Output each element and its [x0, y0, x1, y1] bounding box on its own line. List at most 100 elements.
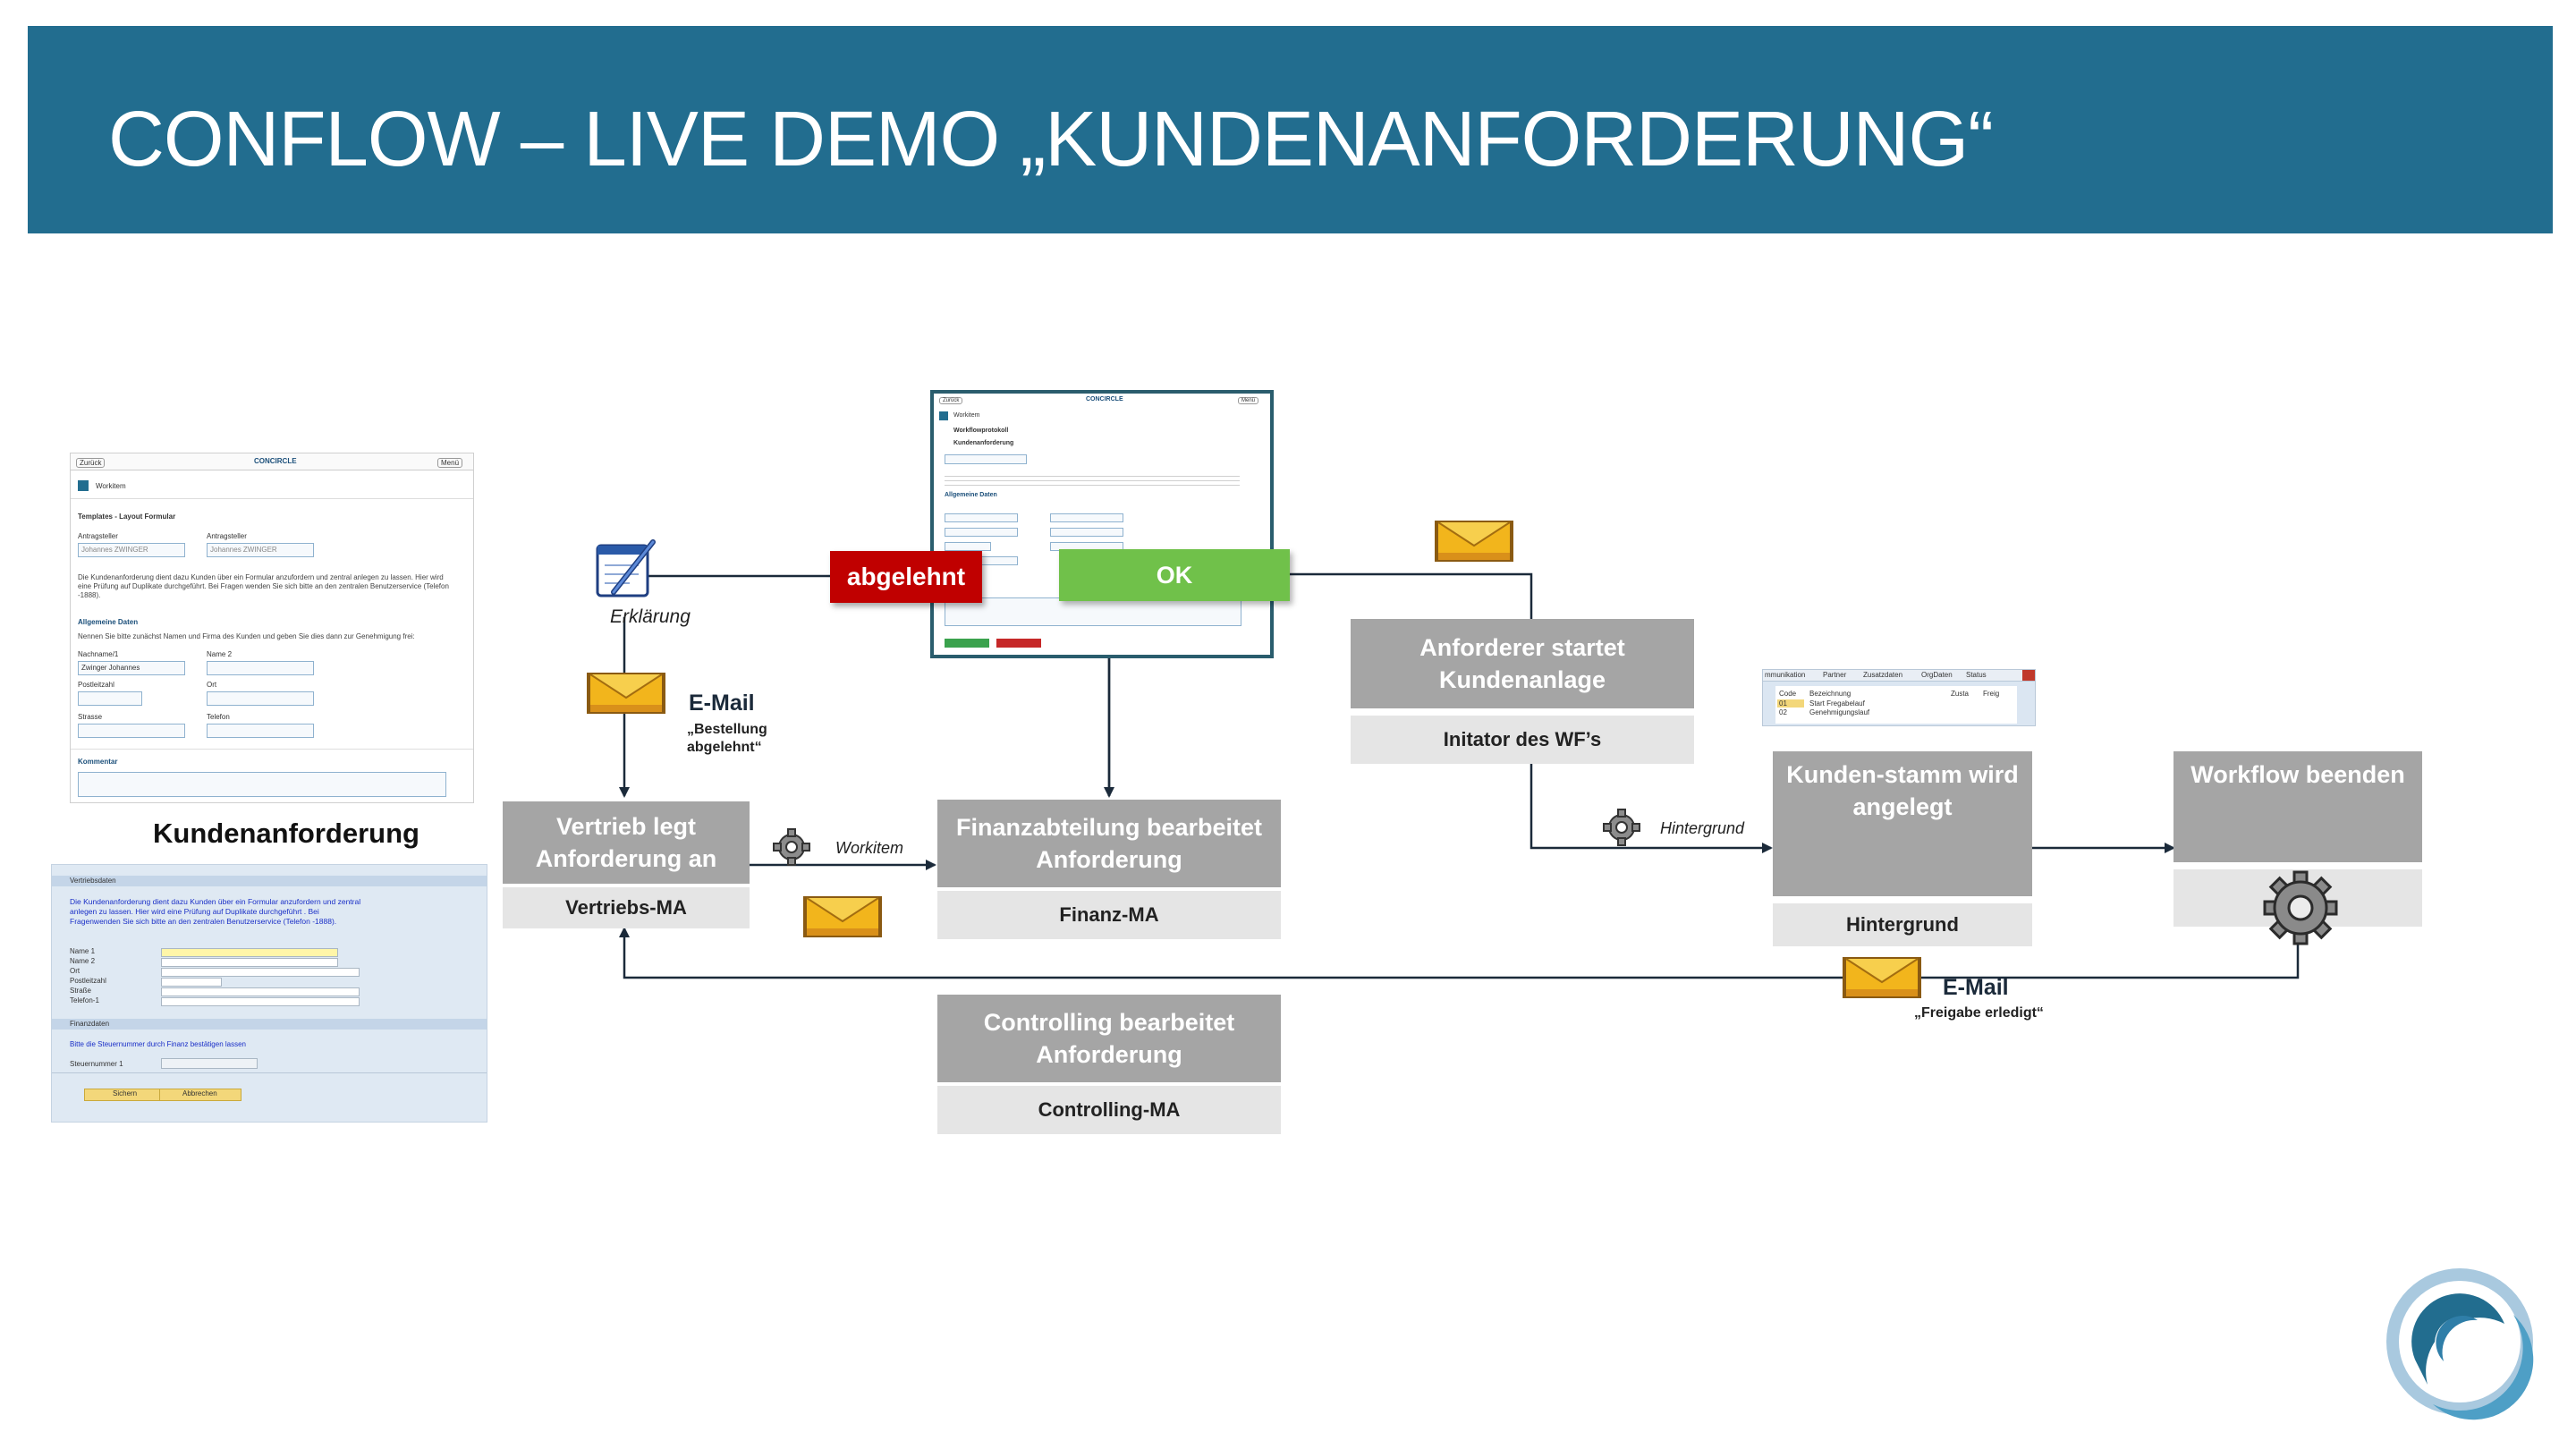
center-text-block: [945, 472, 1240, 487]
form-lastname-label: Nachname/1: [78, 650, 119, 658]
center-brand: CONCIRCLE: [1086, 396, 1123, 402]
table-tab[interactable]: mmunikation: [1765, 671, 1806, 679]
form-comment-field[interactable]: [78, 772, 446, 797]
sap-field-label: Telefon-1: [70, 996, 99, 1004]
sap-field-label: Straße: [70, 987, 92, 995]
sap-field-input[interactable]: [161, 958, 338, 967]
gear-icon-background: [1603, 809, 1640, 846]
sap-field-input[interactable]: [161, 948, 338, 957]
form-brand: CONCIRCLE: [254, 457, 297, 465]
form-applicant2-value: Johannes ZWINGER: [210, 546, 277, 554]
center-field-3[interactable]: [1050, 513, 1123, 522]
email-reject-subtitle: „Bestellung abgelehnt“: [687, 722, 767, 755]
table-header-cell: Freig: [1983, 690, 2000, 698]
sap-section-title: Vertriebsdaten: [70, 877, 116, 885]
line-anforderer-to-kundenstamm: [1530, 764, 1773, 853]
ok-button[interactable]: OK: [1059, 549, 1290, 601]
role-finanz: Finanz-MA: [937, 891, 1281, 939]
center-back-button[interactable]: Zurück: [939, 397, 963, 404]
sap-section-bar: [52, 876, 487, 886]
sap-description: Die Kundenanforderung dient dazu Kunden …: [70, 897, 361, 926]
erklaerung-label: Erklärung: [610, 606, 691, 627]
form-applicant2-field[interactable]: [207, 543, 314, 557]
line-ok-to-anforderer: [1290, 572, 1533, 619]
sap-cancel-button[interactable]: [159, 1089, 242, 1101]
form-section-title: Templates - Layout Formular: [78, 513, 176, 521]
center-protocol-label: Workflowprotokoll: [953, 428, 1009, 434]
sap-fin-title: Finanzdaten: [70, 1020, 110, 1028]
table-close-icon[interactable]: [2022, 670, 2035, 681]
sap-field-label: Postleitzahl: [70, 977, 106, 985]
center-field-4[interactable]: [945, 528, 1018, 537]
sap-field-input[interactable]: [161, 997, 360, 1006]
sap-fin-text: Bitte die Steuernummer durch Finanz best…: [70, 1040, 246, 1048]
form-back-button[interactable]: Zurück: [76, 458, 106, 468]
form-city-field[interactable]: [207, 691, 314, 706]
sap-field-input[interactable]: [161, 968, 360, 977]
step-workflow: Workflow beenden: [2174, 751, 2422, 862]
table-tab[interactable]: OrgDaten: [1921, 671, 1953, 679]
form-divider-2: [71, 749, 473, 750]
workitem-label: Workitem: [835, 839, 903, 857]
form-general-title: Allgemeine Daten: [78, 618, 139, 626]
form-workitem-label: Workitem: [96, 482, 126, 490]
center-field-2[interactable]: [945, 513, 1018, 522]
form-lastname-value: Zwinger Johannes: [81, 664, 140, 672]
center-request-label: Kundenanforderung: [953, 440, 1014, 446]
email-reject-label: E-Mail: [689, 691, 755, 716]
center-workitem-icon: [939, 411, 948, 420]
center-approve-button[interactable]: [945, 639, 989, 648]
form-applicant-value: Johannes ZWINGER: [81, 546, 148, 554]
form-street-field[interactable]: [78, 724, 185, 738]
center-comment-field[interactable]: [945, 597, 1241, 626]
center-field-1[interactable]: [945, 454, 1027, 464]
center-screenshot: Zurück CONCIRCLE Menü Workitem Workflowp…: [934, 394, 1270, 655]
table-cell: 02: [1779, 708, 1787, 716]
gear-icon-workitem: [773, 828, 810, 866]
table-cell: Genehmigungslauf: [1809, 708, 1870, 716]
form-phone-field[interactable]: [207, 724, 314, 738]
center-field-6[interactable]: [945, 542, 991, 551]
table-grid: [1775, 686, 2017, 724]
sap-field-input[interactable]: [161, 987, 360, 996]
form-phone-label: Telefon: [207, 713, 230, 721]
hintergrund-label: Hintergrund: [1660, 819, 1745, 837]
envelope-icon: [587, 673, 665, 714]
center-field-5[interactable]: [1050, 528, 1123, 537]
role-kundenstamm: Hintergrund: [1773, 903, 2032, 946]
role-vertrieb: Vertriebs-MA: [503, 887, 750, 928]
form-zip-label: Postleitzahl: [78, 681, 114, 689]
role-anforderer: Initator des WF’s: [1351, 716, 1694, 764]
form-divider: [71, 498, 473, 499]
step-anforderer: Anforderer startet Kundenanlage: [1351, 619, 1694, 708]
workitem-icon: [78, 480, 89, 491]
rejected-button[interactable]: abgelehnt: [830, 551, 982, 603]
table-tab[interactable]: Partner: [1823, 671, 1847, 679]
center-menu-button[interactable]: Menü: [1238, 397, 1259, 404]
page-title: CONFLOW – LIVE DEMO „KUNDENANFORDERUNG“: [108, 96, 1994, 182]
form-zip-field[interactable]: [78, 691, 142, 706]
form-description: Die Kundenanforderung dient dazu Kunden …: [78, 573, 449, 599]
form-comment-title: Kommentar: [78, 758, 118, 766]
form-screenshot: Zurück CONCIRCLE Menü Workitem Templates…: [70, 453, 474, 803]
form-lastname-field[interactable]: [78, 661, 185, 675]
table-tab[interactable]: Status: [1966, 671, 1987, 679]
step-vertrieb: Vertrieb legt Anforderung an: [503, 801, 750, 884]
form-menu-button[interactable]: Menü: [437, 458, 463, 468]
table-tab[interactable]: Zusatzdaten: [1863, 671, 1903, 679]
center-reject-button[interactable]: [996, 639, 1041, 648]
sap-field-label: Name 2: [70, 957, 96, 965]
sap-tax-field[interactable]: [161, 1058, 258, 1069]
form-applicant2-label: Antragsteller: [207, 532, 247, 540]
sap-screenshot: Vertriebsdaten Die Kundenanforderung die…: [51, 864, 487, 1123]
form-name2-field[interactable]: [207, 661, 314, 675]
sap-field-input[interactable]: [161, 978, 222, 987]
table-cell: 01: [1779, 699, 1787, 708]
table-tabbar: [1763, 670, 2035, 682]
sap-divider: [52, 1072, 487, 1073]
center-workitem-label: Workitem: [953, 412, 980, 419]
form-applicant-field[interactable]: [78, 543, 185, 557]
sap-field-label: Name 1: [70, 947, 96, 955]
form-general-text: Nennen Sie bitte zunächst Namen und Firm…: [78, 632, 415, 640]
sap-field-label: Ort: [70, 967, 80, 975]
